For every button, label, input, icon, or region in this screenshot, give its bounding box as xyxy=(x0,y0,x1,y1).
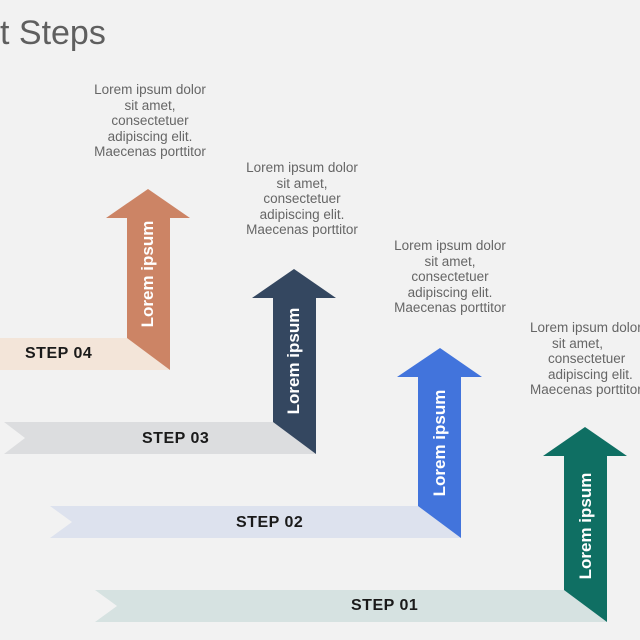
step-04-description: Lorem ipsum dolor sit amet, consectetuer… xyxy=(94,82,206,159)
step-02-arrow-label: Lorem ipsum xyxy=(430,389,449,497)
step-04-arrow-label: Lorem ipsum xyxy=(138,220,157,328)
step-04-arrow xyxy=(106,189,190,370)
slide-title: t Steps xyxy=(0,14,106,52)
step-04-label: STEP 04 xyxy=(25,345,93,362)
step-02-arrow xyxy=(397,348,482,538)
step-02-description: Lorem ipsum dolor sit amet, consectetuer… xyxy=(394,238,506,315)
step-01-arrow xyxy=(543,427,627,622)
step-01-label: STEP 01 xyxy=(351,597,419,614)
step-03-ribbon xyxy=(4,422,316,454)
step-02-label: STEP 02 xyxy=(236,514,304,531)
step-03-description: Lorem ipsum dolor sit amet, consectetuer… xyxy=(246,160,358,237)
step-04-ribbon xyxy=(0,338,170,370)
step-01-arrow-label: Lorem ipsum xyxy=(576,472,595,580)
step-02-ribbon xyxy=(50,506,461,538)
step-03-label: STEP 03 xyxy=(142,430,210,447)
step-03-arrow xyxy=(252,269,336,454)
step-03-arrow-label: Lorem ipsum xyxy=(284,307,303,415)
step-01-description: Lorem ipsum dolor sit amet, consectetuer… xyxy=(530,320,640,397)
step-01-ribbon xyxy=(95,590,607,622)
